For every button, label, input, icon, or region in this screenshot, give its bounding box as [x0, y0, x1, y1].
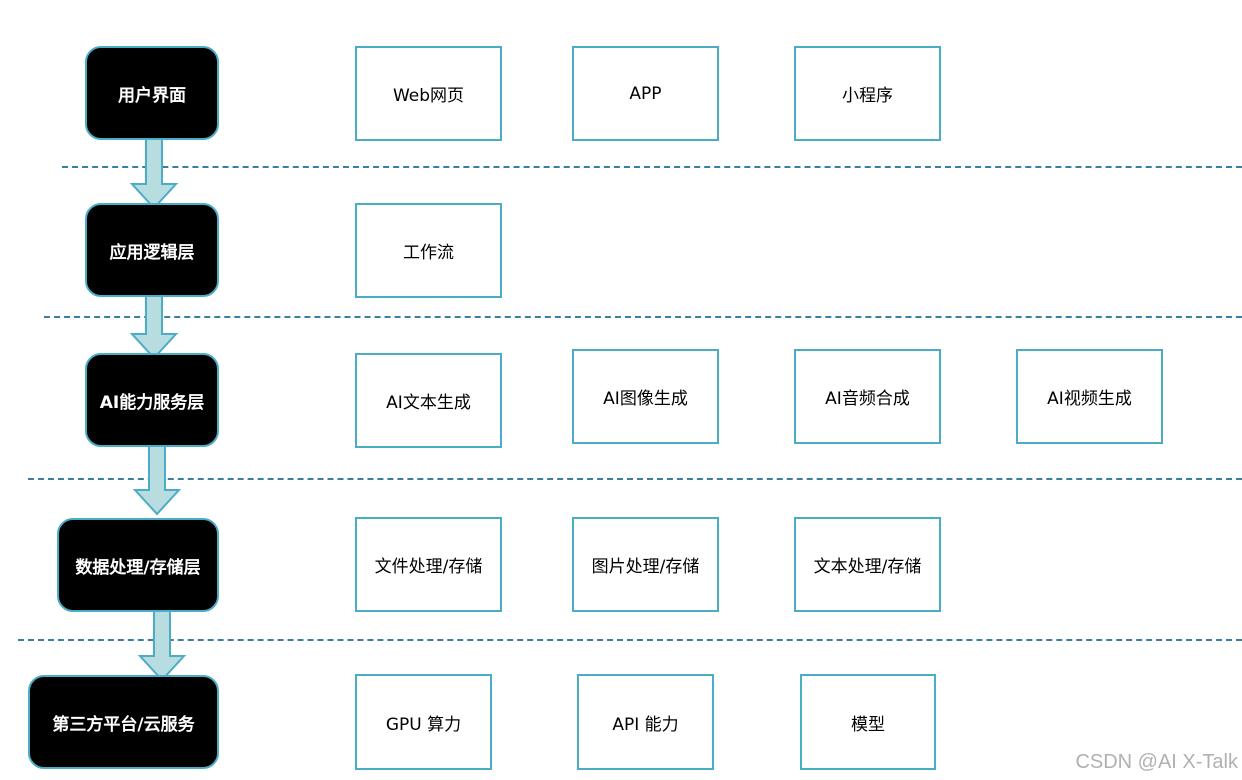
- down-arrow-1: [129, 137, 179, 210]
- item-web-page: Web网页: [355, 46, 502, 141]
- down-arrow-4: [137, 609, 187, 682]
- down-arrow-2: [129, 287, 179, 360]
- layer-user-interface: 用户界面: [85, 46, 219, 140]
- item-model: 模型: [800, 674, 936, 770]
- divider-3: [28, 478, 1242, 480]
- item-ai-video-generation: AI视频生成: [1016, 349, 1163, 444]
- watermark-text: CSDN @AI X-Talk: [1075, 751, 1238, 773]
- down-arrow-3: [132, 443, 182, 516]
- item-ai-text-generation: AI文本生成: [355, 353, 502, 448]
- divider-2: [44, 316, 1242, 318]
- divider-4: [18, 639, 1242, 641]
- item-ai-audio-synthesis: AI音频合成: [794, 349, 941, 444]
- layer-third-party-cloud: 第三方平台/云服务: [28, 675, 219, 769]
- item-text-processing: 文本处理/存储: [794, 517, 941, 612]
- item-workflow: 工作流: [355, 203, 502, 298]
- item-api-capability: API 能力: [577, 674, 714, 770]
- item-file-processing: 文件处理/存储: [355, 517, 502, 612]
- layer-data-storage: 数据处理/存储层: [57, 518, 219, 612]
- item-ai-image-generation: AI图像生成: [572, 349, 719, 444]
- divider-1: [62, 166, 1242, 168]
- item-image-processing: 图片处理/存储: [572, 517, 719, 612]
- item-app: APP: [572, 46, 719, 141]
- layer-app-logic: 应用逻辑层: [85, 203, 219, 297]
- item-mini-program: 小程序: [794, 46, 941, 141]
- item-gpu-compute: GPU 算力: [355, 674, 492, 770]
- layer-ai-services: AI能力服务层: [85, 353, 219, 447]
